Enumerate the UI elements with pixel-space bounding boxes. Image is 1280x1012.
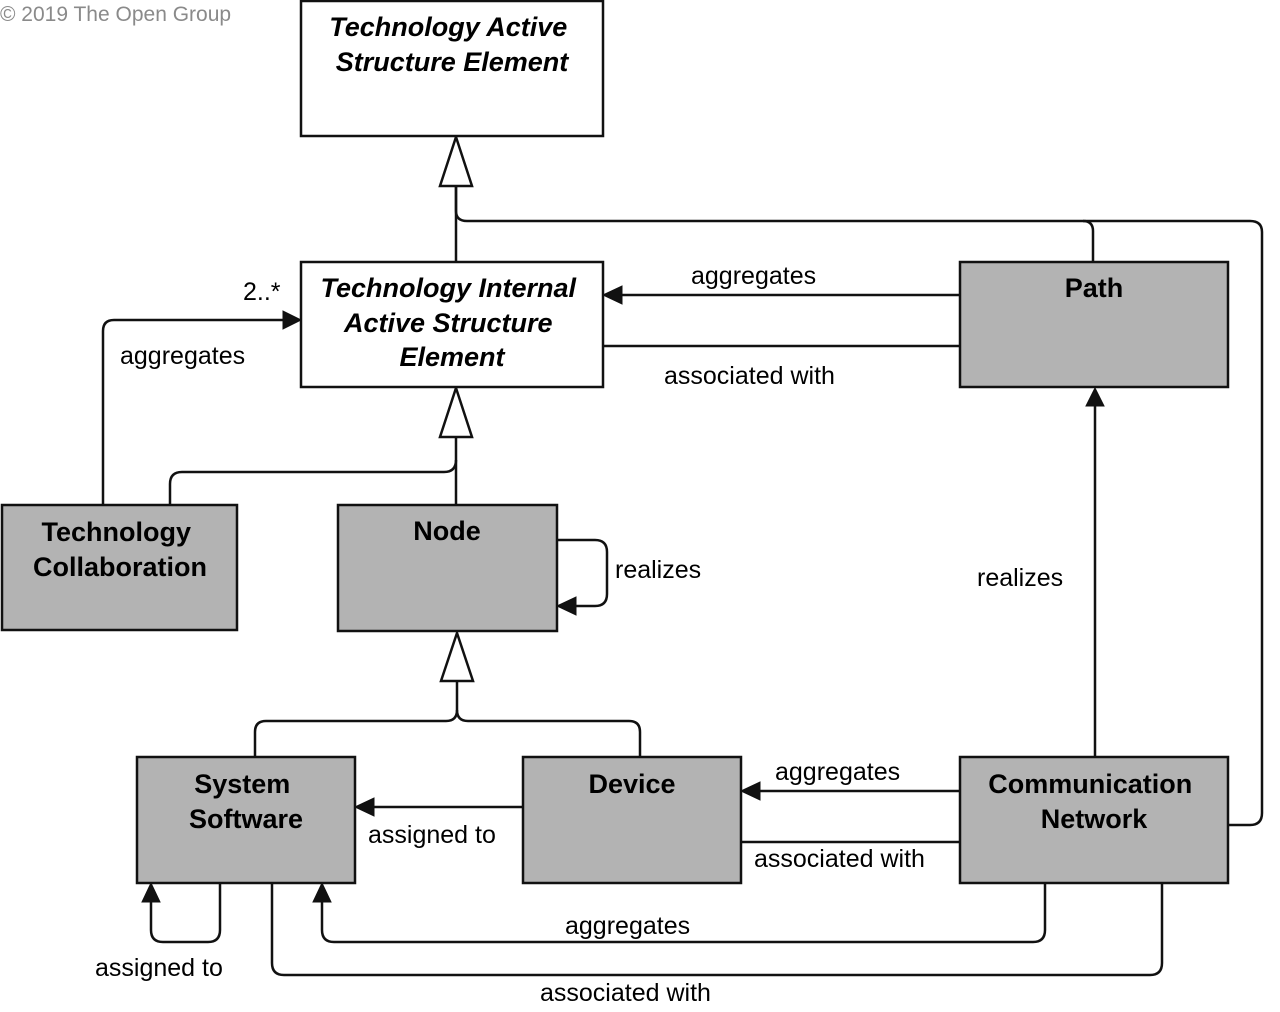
arrowhead-system-software-assigned-self xyxy=(141,881,161,903)
aggregates-line-network-system-software xyxy=(320,883,1047,944)
element-technology-active-structure-element[interactable]: Technology Active Structure Element xyxy=(299,0,605,138)
element-node[interactable]: Node xyxy=(336,503,559,633)
element-title: Technology Internal Active Structure Ele… xyxy=(320,273,583,372)
specialization-arrowhead-internal xyxy=(438,383,474,439)
arrowhead-network-realizes-path xyxy=(1085,386,1105,407)
assignment-self-loop-system-software xyxy=(149,883,222,944)
label-network-aggregates-device: aggregates xyxy=(775,758,900,786)
arrowhead-path-aggregates-internal xyxy=(601,285,623,305)
label-network-associated-device: associated with xyxy=(754,845,925,873)
label-network-aggregates-system-software: aggregates xyxy=(565,912,690,940)
element-communication-network[interactable]: Communication Network xyxy=(958,755,1230,885)
specialization-line-system-software-to-node xyxy=(253,681,459,757)
arrowhead-collaboration-aggregates-internal xyxy=(282,310,303,330)
label-path-associated-internal: associated with xyxy=(664,362,835,390)
element-path[interactable]: Path xyxy=(958,260,1230,389)
label-device-assigned-system-software: assigned to xyxy=(368,821,496,849)
arrowhead-network-aggregates-device xyxy=(739,781,761,801)
element-technology-internal-active-structure-element[interactable]: Technology Internal Active Structure Ele… xyxy=(299,260,605,389)
element-title: Node xyxy=(413,516,481,546)
label-multiplicity: 2..* xyxy=(243,278,281,306)
arrowhead-network-aggregates-system-software xyxy=(312,881,332,903)
element-title: Technology Active Structure Element xyxy=(329,12,575,77)
specialization-line-collaboration-to-internal xyxy=(168,459,458,505)
label-node-realizes-node: realizes xyxy=(615,556,701,584)
aggregates-line-collaboration-internal xyxy=(101,318,283,505)
specialization-line-device-to-node xyxy=(455,709,642,757)
element-device[interactable]: Device xyxy=(521,755,743,885)
element-title: Communication Network xyxy=(988,769,1200,834)
arrowhead-node-realizes-node xyxy=(555,596,577,616)
specialization-arrowhead-node xyxy=(439,629,475,683)
label-collaboration-aggregates-internal: aggregates xyxy=(120,342,245,370)
label-path-aggregates-internal: aggregates xyxy=(691,262,816,290)
realization-self-loop-node xyxy=(557,538,609,608)
label-network-associated-system-software: associated with xyxy=(540,979,711,1007)
element-technology-collaboration[interactable]: Technology Collaboration xyxy=(0,503,239,632)
label-network-realizes-path: realizes xyxy=(977,564,1063,592)
element-title: Technology Collaboration xyxy=(33,517,207,582)
specialization-arrowhead-active xyxy=(438,132,474,188)
arrowhead-device-assigned-system-software xyxy=(353,797,375,817)
copyright-notice: © 2019 The Open Group xyxy=(0,3,231,26)
association-line-network-system-software xyxy=(270,883,1164,977)
specialization-line-network-to-active xyxy=(1083,219,1264,827)
element-title: Path xyxy=(1065,273,1124,303)
element-system-software[interactable]: System Software xyxy=(135,755,357,885)
element-title: Device xyxy=(588,769,675,799)
label-system-software-assigned-self: assigned to xyxy=(95,954,223,982)
specialization-line-path-to-active xyxy=(454,186,1095,262)
element-title: System Software xyxy=(189,769,303,834)
